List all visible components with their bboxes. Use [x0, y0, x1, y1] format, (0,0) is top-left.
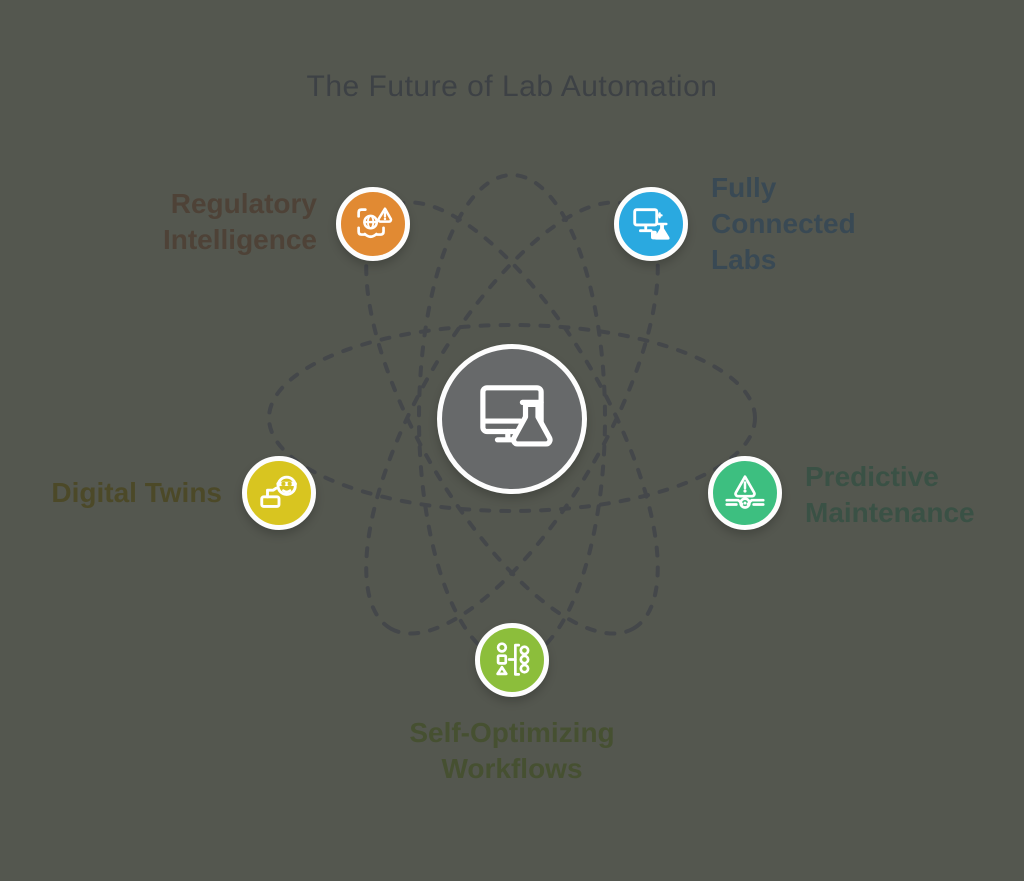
monitor-flask-icon: [480, 385, 553, 447]
connected-lab-computer-icon: [633, 208, 670, 240]
orbit-ellipse-horizontal: [267, 323, 757, 513]
digital-twins-circle: [242, 456, 316, 530]
central-hub-circle: [437, 344, 587, 494]
fully-connected-labs-label: Fully Connected Labs: [711, 172, 856, 275]
orbit-ellipse-diagonal-right: [364, 200, 660, 636]
compliance-scan-alert-icon: [357, 207, 393, 239]
self-optimizing-workflows-circle: [475, 623, 549, 697]
page-title: The Future of Lab Automation: [306, 70, 718, 103]
workflow-sort-icon: [496, 642, 530, 676]
predictive-maintenance-label: Predictive Maintenance: [805, 461, 975, 528]
orbit-ellipse-diagonal-left: [364, 200, 660, 636]
digital-twins-label: Digital Twins: [51, 477, 222, 508]
pipe-warning-icon: [725, 475, 765, 509]
self-optimizing-workflows-label: Self-Optimizing Workflows: [409, 717, 615, 784]
regulatory-intelligence-label: Regulatory Intelligence: [162, 188, 317, 255]
regulatory-intelligence-circle: [336, 187, 410, 261]
predictive-maintenance-circle: [708, 456, 782, 530]
laptop-globe-twin-icon: [260, 475, 297, 508]
fully-connected-labs-circle: [614, 187, 688, 261]
